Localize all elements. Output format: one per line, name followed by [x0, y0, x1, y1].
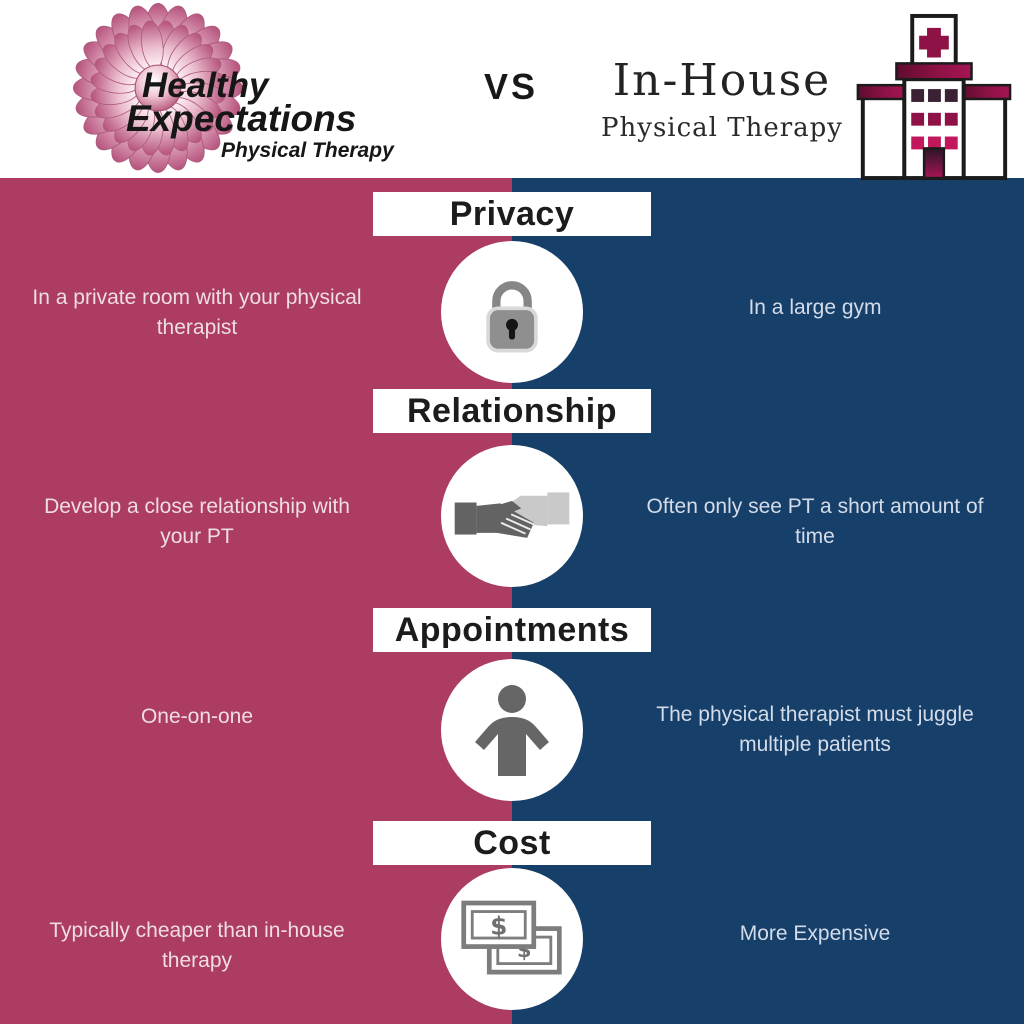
cost-left-text: Typically cheaper than in-house therapy [49, 919, 345, 972]
hospital-icon [856, 13, 1012, 181]
section-banner-privacy: Privacy [373, 192, 651, 236]
vs-label: VS [484, 66, 539, 107]
privacy-icon-circle [441, 241, 583, 383]
section-title: Privacy [449, 194, 575, 233]
relationship-right-text: Often only see PT a short amount of time [646, 495, 984, 548]
relationship-left-text: Develop a close relationship with your P… [44, 495, 350, 548]
appointments-right-text: The physical therapist must juggle multi… [656, 703, 974, 756]
section-banner-appointments: Appointments [373, 608, 651, 652]
left-column-background [0, 178, 512, 1024]
privacy-left-text: In a private room with your physical the… [32, 286, 362, 339]
section-banner-cost: Cost [373, 821, 651, 865]
right-header-subtitle: Physical Therapy [601, 113, 843, 143]
section-title: Relationship [406, 391, 618, 430]
dollar-sign: $ [490, 911, 507, 940]
logo-text-line3: Physical Therapy [221, 139, 394, 162]
handshake-icon [454, 492, 570, 538]
right-header-title: In-House [612, 55, 832, 106]
privacy-right-text: In a large gym [748, 296, 882, 319]
section-title: Cost [473, 823, 551, 862]
logo-text-line2: Expectations [126, 98, 357, 139]
relationship-icon-circle [441, 445, 583, 587]
appointments-left-text: One-on-one [140, 705, 254, 728]
section-title: Appointments [394, 610, 630, 649]
appointments-icon-circle [441, 659, 583, 801]
section-banner-relationship: Relationship [373, 389, 651, 433]
person-icon [475, 685, 549, 776]
logo-text-line1: Healthy [142, 66, 269, 105]
cost-right-text: More Expensive [739, 922, 891, 945]
money-icon: $ $ [461, 900, 562, 975]
flower-logo [72, 2, 244, 174]
cost-icon-circle: $ $ [441, 868, 583, 1010]
right-column-background [512, 178, 1024, 1024]
lock-icon [486, 281, 538, 353]
